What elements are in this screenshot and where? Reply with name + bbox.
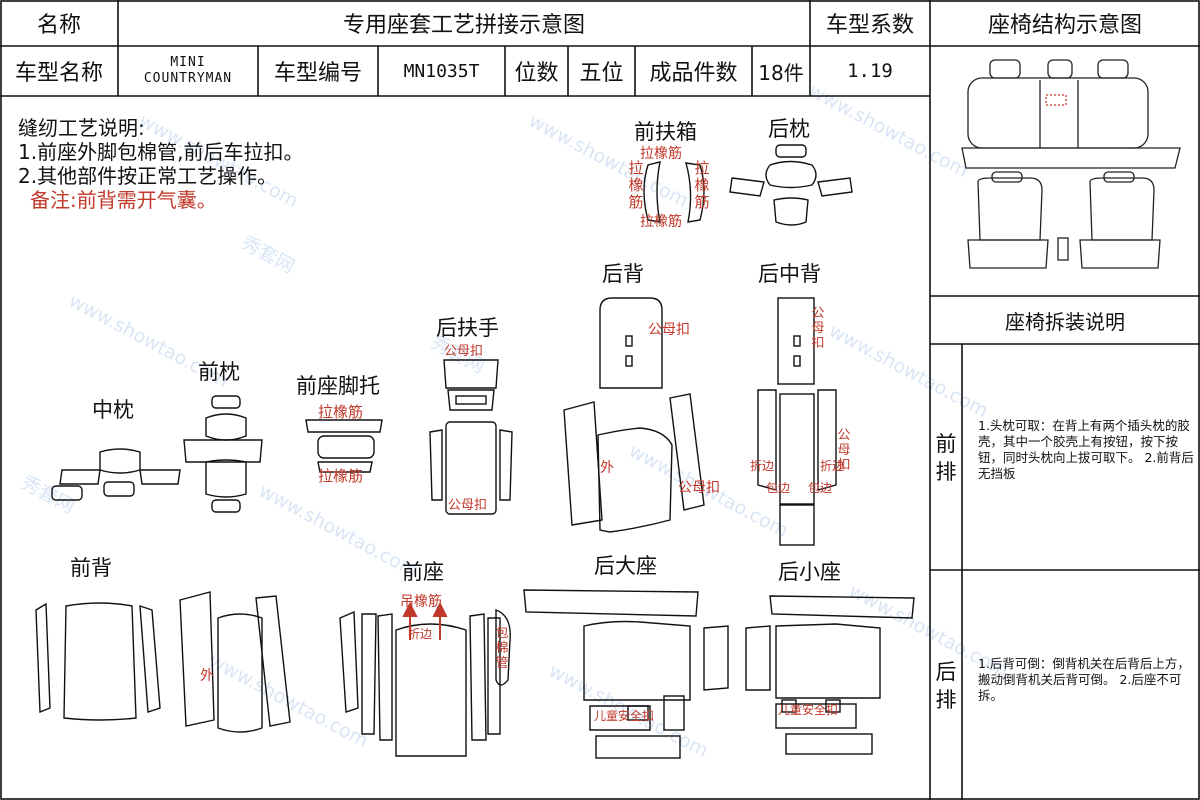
annotation-fold-edge: 折边 (408, 627, 433, 641)
annotation-snap: 公母扣 (678, 480, 720, 496)
model-name-label: 车型名称 (14, 61, 103, 86)
annotation-fold-edge: 折边 (750, 459, 775, 473)
label-rear-mid-back: 后中背 (758, 262, 821, 286)
annotation-elastic: 拉橡筋 (640, 146, 682, 162)
notes-title: 缝纫工艺说明: (18, 116, 145, 140)
pieces-value: 18件 (758, 60, 804, 85)
annotation-snap: 公母扣 (444, 344, 484, 359)
label-rear-armrest: 后扶手 (436, 316, 499, 340)
notes-line-1: 1.前座外脚包棉管,前后车拉扣。 (18, 140, 304, 164)
annotation-elastic-vertical: 拉橡筋 (694, 159, 710, 211)
annotation-fold-edge: 折边 (820, 459, 845, 473)
structure-title: 座椅结构示意图 (987, 13, 1142, 38)
annotation-elastic: 拉橡筋 (318, 403, 364, 421)
label-front-seat: 前座 (402, 560, 444, 584)
label-mid-pillow: 中枕 (92, 398, 134, 422)
model-code-label: 车型编号 (273, 61, 362, 86)
annotation-snap-vertical: 公母扣 (811, 306, 825, 351)
label-rear-back: 后背 (602, 262, 644, 286)
label-rear-big-seat: 后大座 (594, 554, 657, 578)
annotation-child-safety: 儿童安全扣 (594, 709, 655, 723)
annotation-hang-elastic: 吊橡筋 (400, 594, 442, 610)
annotation-snap-vertical: 公母扣 (837, 428, 851, 473)
annotation-edge-binding: 包边 (808, 481, 833, 495)
label-rear-small-seat: 后小座 (778, 560, 841, 584)
front-row-label: 前排 (935, 432, 957, 484)
model-name-value: MINI COUNTRYMAN (118, 46, 258, 96)
label-front-back: 前背 (70, 556, 112, 580)
annotation-elastic: 拉橡筋 (318, 467, 364, 485)
coef-label: 车型系数 (825, 13, 914, 38)
sewing-notes: 缝纫工艺说明: 1.前座外脚包棉管,前后车拉扣。 2.其他部件按正常工艺操作。 … (18, 116, 303, 212)
notes-remark: 备注:前背需开气囊。 (30, 188, 217, 212)
label-front-foot-rest: 前座脚托 (296, 374, 380, 398)
disassembly-title: 座椅拆装说明 (1005, 309, 1125, 334)
annotation-cotton-pipe: 包棉管 (495, 626, 509, 671)
rear-row-text: 1.后背可倒：倒背机关在后背后上方，搬动倒背机关后背可倒。 2.后座不可拆。 (978, 656, 1190, 703)
annotation-child-safety: 儿童安全扣 (778, 703, 839, 717)
model-name-line1: MINI (170, 55, 206, 70)
annotation-outer: 外 (600, 460, 614, 476)
notes-line-2: 2.其他部件按正常工艺操作。 (18, 164, 278, 188)
annotation-elastic-vertical: 拉橡筋 (628, 159, 644, 211)
label-rear-pillow: 后枕 (768, 117, 810, 141)
annotation-elastic: 拉橡筋 (640, 214, 682, 230)
seat-value: 五位 (579, 61, 624, 86)
sheet-title: 专用座套工艺拼接示意图 (342, 13, 585, 38)
name-label: 名称 (36, 13, 81, 38)
model-code-value: MN1035T (403, 60, 480, 82)
model-name-line2: COUNTRYMAN (143, 71, 233, 86)
annotation-snap: 公母扣 (448, 498, 488, 513)
annotation-outer: 外 (200, 668, 214, 684)
pieces-label: 成品件数 (649, 61, 738, 86)
rear-row-label: 后排 (935, 660, 957, 712)
annotation-snap: 公母扣 (648, 322, 690, 338)
seat-label: 位数 (514, 61, 559, 86)
coef-value: 1.19 (847, 60, 893, 82)
annotation-edge-binding: 包边 (766, 481, 791, 495)
front-row-text: 1.头枕可取：在背上有两个插头枕的胶壳，其中一个胶壳上有按钮，按下按钮，同时头枕… (978, 418, 1194, 481)
label-front-pillow: 前枕 (198, 360, 240, 384)
label-front-armrest: 前扶箱 (634, 120, 697, 144)
